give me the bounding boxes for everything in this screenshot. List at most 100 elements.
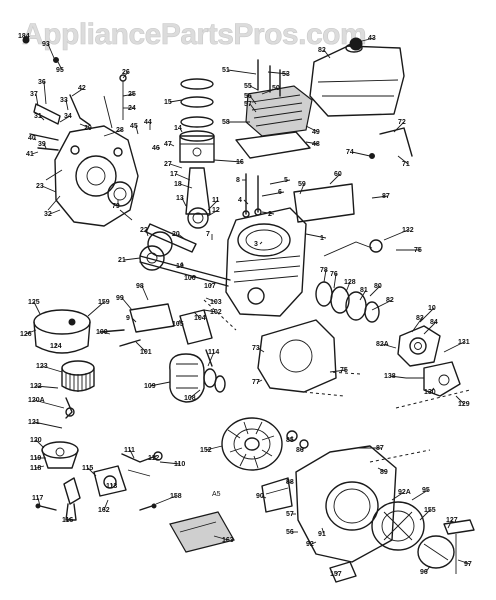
callout-31: 31 — [34, 113, 42, 120]
callout-leader-98 — [141, 285, 149, 301]
callout-leader-21 — [123, 257, 141, 261]
callout-25: 25 — [128, 91, 136, 98]
callout-leader-72 — [393, 121, 405, 133]
callout-leader-16 — [213, 159, 243, 163]
screws — [35, 503, 157, 511]
fuel-cap — [349, 37, 363, 51]
control-bracket — [261, 477, 293, 513]
callout-75mid: 75 — [340, 367, 348, 374]
callout-leader-101 — [135, 341, 147, 353]
callout-leader-99 — [121, 297, 133, 311]
starter-pulley — [417, 535, 455, 569]
callout-56b: 56 — [286, 529, 294, 536]
callout-124: 124 — [50, 343, 62, 350]
callout-leader-25 — [122, 93, 135, 97]
callout-55: 55 — [244, 83, 252, 90]
callout-53: 53 — [282, 71, 290, 78]
callout-19: 19 — [176, 263, 184, 270]
callout-leader-92a — [391, 491, 405, 501]
callout-leader-111 — [129, 449, 135, 459]
valves — [242, 173, 262, 218]
callout-leader-43top — [357, 37, 375, 43]
callout-leader-100 — [101, 331, 111, 335]
callout-10: 10 — [428, 305, 436, 312]
callout-45: 45 — [130, 123, 138, 130]
callout-leader-41 — [31, 151, 39, 155]
callout-leader-95b — [411, 489, 429, 501]
head-gasket — [235, 131, 311, 159]
callout-leader-84 — [423, 321, 437, 335]
callout-49: 49 — [312, 129, 320, 136]
callout-leader-105 — [177, 319, 181, 325]
callout-105: 105 — [172, 321, 184, 328]
callout-118: 118 — [30, 465, 41, 472]
cylinder-block — [225, 207, 307, 317]
carburetor — [397, 325, 441, 367]
callout-2: 2 — [268, 211, 272, 218]
callout-leader-82b — [371, 299, 393, 311]
callout-leader-17 — [175, 173, 191, 181]
callout-leader-60 — [329, 173, 341, 185]
callout-85: 85 — [286, 437, 294, 444]
callout-leader-37 — [35, 93, 39, 107]
air-cleaner-cover — [33, 309, 91, 354]
callout-106: 106 — [184, 275, 196, 282]
callout-129: 129 — [458, 401, 470, 408]
callout-90: 90 — [256, 493, 264, 500]
callout-4: 4 — [238, 197, 242, 204]
callout-leader-121 — [33, 421, 63, 429]
callout-57b: 57 — [286, 511, 294, 518]
callout-15: 15 — [164, 99, 172, 106]
callout-leader-12 — [207, 209, 219, 217]
dashed-link-center — [203, 299, 345, 397]
callout-leader-45 — [135, 125, 139, 135]
callout-121: 121 — [28, 419, 40, 426]
callout-126: 126 — [20, 331, 32, 338]
callout-87: 87 — [382, 193, 390, 200]
callout-leader-71 — [397, 155, 409, 165]
callout-leader-59 — [299, 183, 305, 195]
callout-51: 51 — [222, 67, 230, 74]
callout-leader-10 — [419, 307, 435, 323]
choke-assembly — [406, 361, 461, 397]
callout-88: 88 — [286, 479, 294, 486]
breather-cover — [293, 183, 355, 223]
blower-housing-plate — [257, 319, 337, 393]
callout-leader-49 — [305, 125, 319, 133]
callout-110: 110 — [174, 461, 185, 468]
callout-77: 77 — [252, 379, 260, 386]
callout-20: 20 — [172, 231, 180, 238]
callout-leader-97 — [457, 559, 471, 565]
callout-leader-48 — [305, 141, 319, 145]
callout-109: 109 — [144, 383, 156, 390]
callout-157: 157 — [330, 571, 342, 578]
callout-leader-80 — [369, 285, 381, 297]
callout-leader-152 — [205, 445, 223, 451]
callout-47: 47 — [164, 141, 172, 148]
callout-leader-82a — [381, 343, 397, 349]
callout-79: 79 — [112, 203, 120, 210]
callout-7: 7 — [206, 231, 210, 238]
recoil-starter — [371, 501, 425, 551]
callout-130: 130 — [424, 389, 436, 396]
fuel-bowl — [41, 441, 79, 469]
callout-125: 125 — [28, 299, 40, 306]
callout-leader-86 — [301, 447, 305, 451]
callout-44: 44 — [144, 119, 152, 126]
callout-leader-78 — [323, 269, 327, 283]
callout-leader-117 — [37, 497, 41, 507]
callout-184: 184 — [18, 33, 30, 40]
callout-82b: 82 — [386, 297, 394, 304]
callout-59: 59 — [298, 181, 306, 188]
callout-leader-89 — [377, 467, 387, 473]
callout-60: 60 — [334, 171, 342, 178]
callout-82: 82 — [318, 47, 326, 54]
callout-104: 104 — [194, 315, 206, 322]
callout-leader-40 — [33, 137, 37, 141]
callout-leader-102 — [203, 309, 217, 313]
callout-leader-26 — [122, 71, 129, 79]
callout-leader-32 — [49, 209, 61, 215]
callout-1: 1 — [320, 235, 324, 242]
callout-83: 83 — [416, 315, 424, 322]
callout-27: 27 — [164, 161, 172, 168]
